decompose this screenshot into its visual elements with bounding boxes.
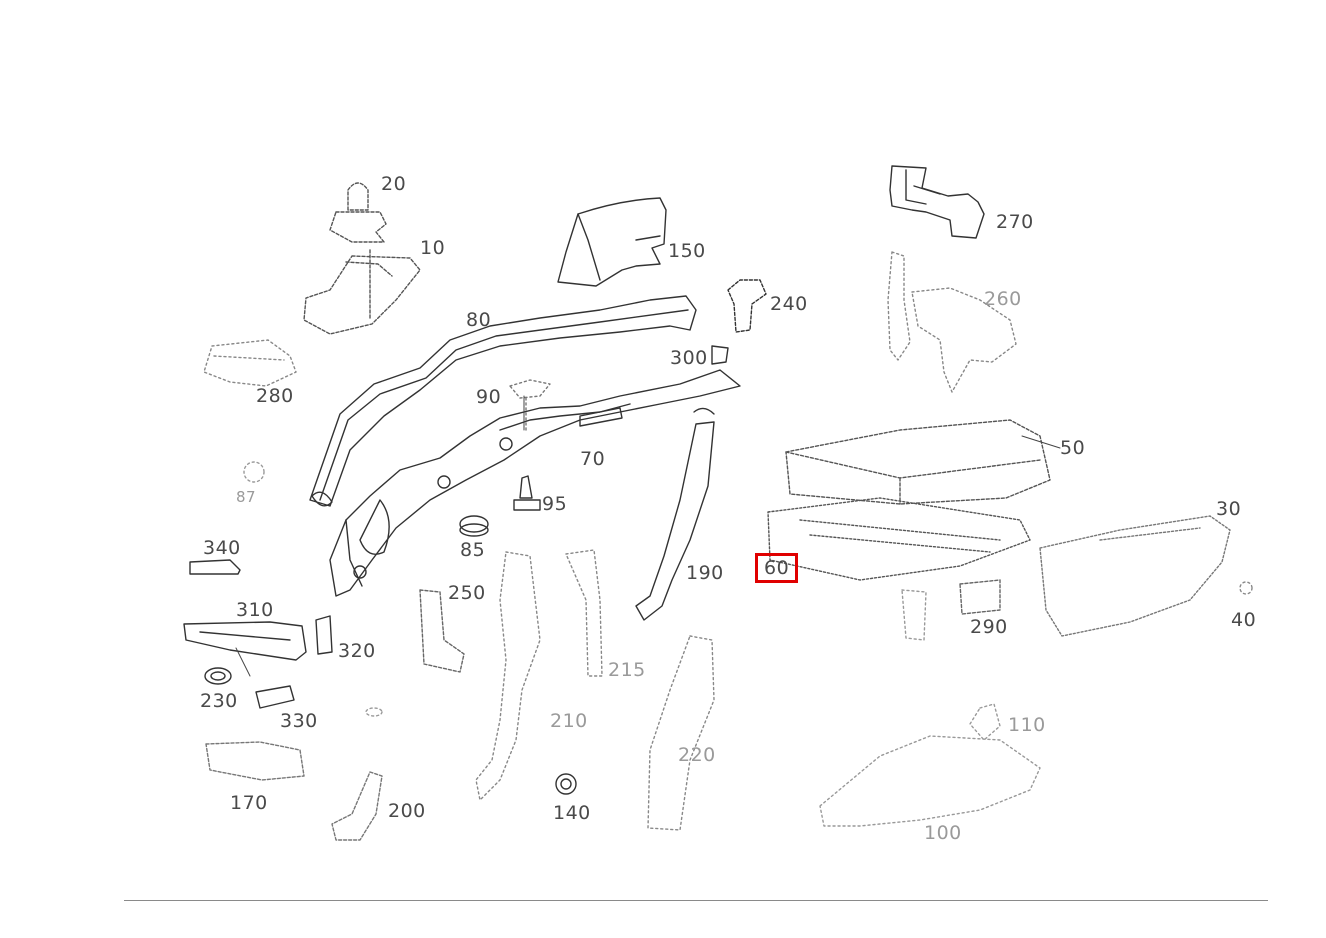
callout-280[interactable]: 280	[256, 385, 294, 407]
part-70-drawing[interactable]	[329, 369, 741, 597]
callout-240[interactable]: 240	[770, 293, 808, 315]
part-20-drawing[interactable]	[329, 182, 387, 243]
callout-87[interactable]: 87	[236, 488, 257, 506]
part-170-drawing[interactable]	[205, 741, 305, 781]
callout-80[interactable]: 80	[466, 309, 492, 331]
part-250-drawing[interactable]	[419, 589, 465, 673]
part-220-drawing[interactable]	[647, 635, 715, 831]
callout-190[interactable]: 190	[686, 562, 724, 584]
callout-20[interactable]: 20	[381, 173, 407, 195]
part-190-drawing[interactable]	[635, 407, 715, 621]
callout-270[interactable]: 270	[996, 211, 1034, 233]
callout-140[interactable]: 140	[553, 802, 591, 824]
callout-150[interactable]: 150	[668, 240, 706, 262]
part-340-drawing[interactable]	[189, 559, 241, 575]
part-300-drawing[interactable]	[711, 345, 729, 365]
part-30-drawing[interactable]	[1039, 515, 1231, 637]
part-80-drawing[interactable]	[309, 295, 697, 507]
part-110-drawing[interactable]	[969, 703, 1001, 741]
callout-300[interactable]: 300	[670, 347, 708, 369]
callout-95[interactable]: 95	[542, 493, 568, 515]
part-60-drawing[interactable]	[767, 497, 1031, 581]
callout-10[interactable]: 10	[420, 237, 446, 259]
part-200-drawing[interactable]	[331, 771, 383, 841]
part-90-drawing[interactable]	[509, 379, 551, 431]
part-40-drawing[interactable]	[1239, 581, 1253, 595]
part-310-drawing[interactable]	[183, 621, 307, 661]
callout-85[interactable]: 85	[460, 539, 486, 561]
part-230-drawing[interactable]	[204, 667, 232, 685]
callout-250[interactable]: 250	[448, 582, 486, 604]
part-270-drawing[interactable]	[889, 165, 985, 239]
part-140-drawing[interactable]	[555, 773, 577, 795]
part-215-drawing[interactable]	[565, 549, 603, 677]
callout-220[interactable]: 220	[678, 744, 716, 766]
callout-215[interactable]: 215	[608, 659, 646, 681]
callout-230[interactable]: 230	[200, 690, 238, 712]
part-85-drawing[interactable]	[459, 515, 489, 537]
part-240-drawing[interactable]	[727, 279, 767, 333]
callout-40[interactable]: 40	[1231, 609, 1257, 631]
callout-260[interactable]: 260	[984, 288, 1022, 310]
callout-320[interactable]: 320	[338, 640, 376, 662]
callout-330[interactable]: 330	[280, 710, 318, 732]
part-210-drawing[interactable]	[475, 551, 541, 801]
part-260-drawing[interactable]	[887, 251, 1017, 393]
part-95-drawing[interactable]	[513, 475, 541, 511]
part-330-drawing[interactable]	[255, 685, 295, 709]
part-87-drawing[interactable]	[243, 461, 265, 483]
part-100-drawing[interactable]	[819, 735, 1041, 827]
part-290-drawing[interactable]	[959, 579, 1001, 615]
leader-lines	[235, 395, 1061, 677]
callout-50[interactable]: 50	[1060, 437, 1086, 459]
part-150-drawing[interactable]	[557, 197, 667, 287]
bottom-divider	[124, 900, 1268, 901]
callout-200[interactable]: 200	[388, 800, 426, 822]
part-50-drawing[interactable]	[785, 419, 1051, 505]
callout-60-selected[interactable]: 60	[755, 553, 799, 583]
part-10-drawing[interactable]	[303, 249, 421, 335]
callout-310[interactable]: 310	[236, 599, 274, 621]
part-280-drawing[interactable]	[203, 339, 297, 387]
callout-170[interactable]: 170	[230, 792, 268, 814]
callout-90[interactable]: 90	[476, 386, 502, 408]
callout-210[interactable]: 210	[550, 710, 588, 732]
part-320-drawing[interactable]	[315, 615, 333, 655]
callout-100[interactable]: 100	[924, 822, 962, 844]
callout-110[interactable]: 110	[1008, 714, 1046, 736]
callout-340[interactable]: 340	[203, 537, 241, 559]
part-misc-drawing	[365, 589, 927, 717]
callout-70[interactable]: 70	[580, 448, 606, 470]
callout-30[interactable]: 30	[1216, 498, 1242, 520]
callout-290[interactable]: 290	[970, 616, 1008, 638]
